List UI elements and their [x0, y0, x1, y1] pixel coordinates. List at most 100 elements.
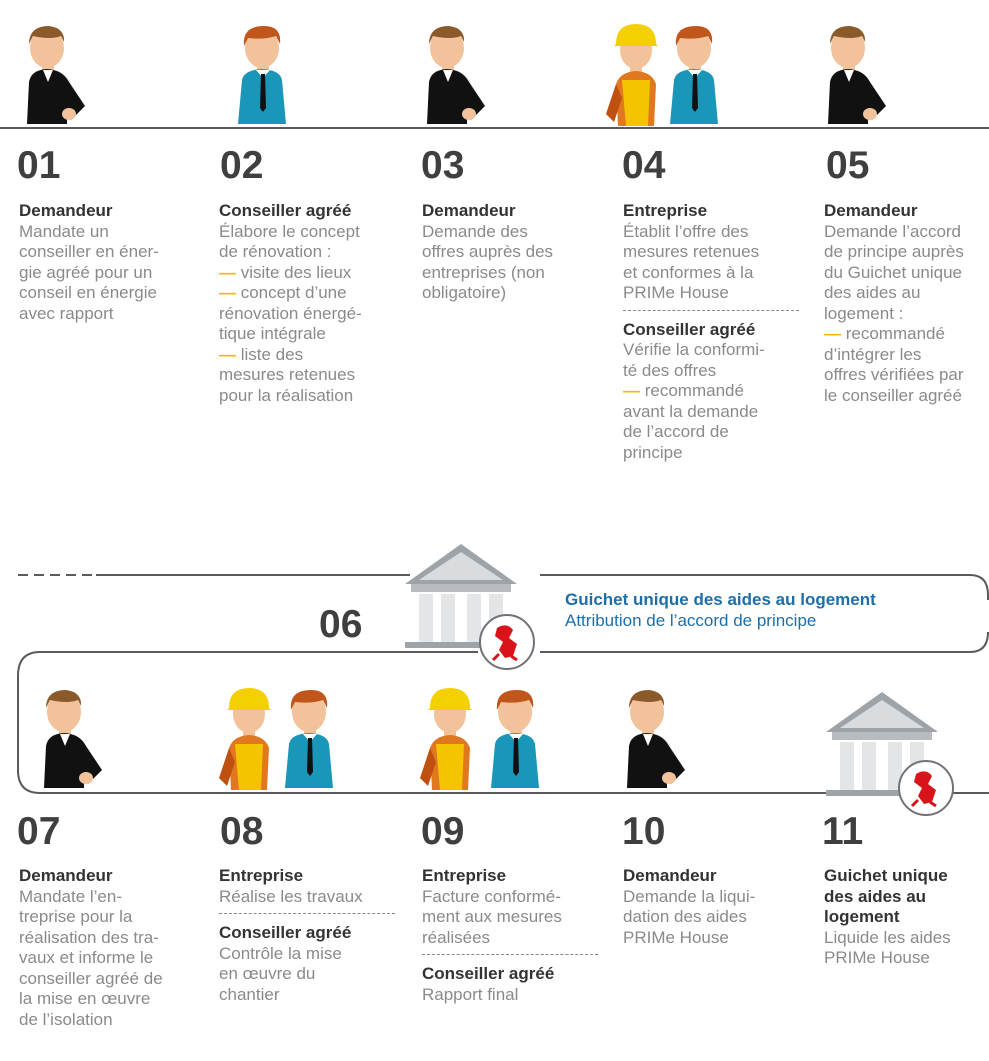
step-number: 08 [220, 810, 264, 853]
description-line: du Guichet unique [824, 262, 962, 282]
step-number: 04 [622, 144, 666, 187]
worker-figure [420, 688, 472, 790]
actor-role: Guichet unique des aides au logement [824, 866, 948, 926]
description-line: Vérifie la conformi- [623, 340, 765, 359]
step-number: 11 [822, 810, 864, 853]
description-line: en œuvre du [219, 964, 316, 983]
actor-role: Demandeur [422, 201, 516, 220]
description-line: logement : [824, 303, 904, 323]
applicant-figure [828, 26, 886, 124]
description-line: Demande l’accord [824, 221, 962, 241]
actor-role: Conseiller agréé [219, 201, 352, 220]
description-line: Facture conformé- [422, 886, 561, 906]
description-line: chantier [219, 984, 280, 1004]
luxembourg-lion-seal-icon [898, 760, 955, 817]
actor-role: Entreprise [219, 866, 304, 885]
description-line: té des offres [623, 360, 717, 380]
step-number: 06 [319, 603, 363, 646]
description-line: des aides au [824, 283, 921, 302]
top-timeline-line [0, 127, 989, 129]
step-number: 03 [421, 144, 465, 187]
description-line: treprise pour la [19, 907, 133, 926]
description-line: tique intégrale [219, 324, 326, 343]
applicant-figure [44, 690, 102, 788]
worker-figure [219, 688, 271, 790]
description-line: principe [623, 442, 683, 462]
description-line: la mise en œuvre [19, 989, 151, 1008]
description-line: conseiller en éner- [19, 242, 159, 261]
description-line: de l’isolation [19, 1009, 113, 1029]
description-line: — recommandé [824, 324, 945, 343]
description-line: Demande la liqui- [623, 886, 756, 906]
description-line: conseil en énergie [19, 283, 157, 302]
step-number: 09 [421, 810, 465, 853]
description-line: d’intégrer les [824, 344, 922, 364]
actor-role: Conseiller agréé [219, 923, 352, 942]
description-line: — liste des [219, 344, 304, 364]
actor-role: Demandeur [19, 866, 113, 885]
description-line: conseiller agréé de [19, 968, 163, 988]
step-number: 07 [17, 810, 61, 853]
luxembourg-lion-seal-icon [479, 614, 536, 671]
description-line: mesures retenues [219, 365, 356, 384]
advisor-figure [670, 26, 718, 124]
description-line: ment aux mesures [422, 907, 562, 926]
advisor-figure [238, 26, 286, 124]
description-line: obligatoire) [422, 283, 507, 302]
description-line: Élabore le concept [219, 221, 360, 241]
applicant-figure [427, 26, 485, 124]
description-line: offres vérifiées par [824, 365, 964, 384]
dashed-separator [623, 309, 799, 311]
description-line: Mandate un [19, 221, 109, 241]
step-number: 05 [826, 144, 870, 187]
description-line: PRIMe House [824, 948, 930, 967]
description-line: Liquide les aides [824, 927, 951, 947]
description-line: Établit l’offre des [623, 221, 749, 241]
advisor-figure [491, 690, 539, 788]
description-line: — recommandé [623, 381, 744, 400]
description-line: Mandate l’en- [19, 886, 123, 906]
description-line: et conformes à la [623, 262, 754, 282]
step-number: 02 [220, 144, 264, 187]
actor-role: Demandeur [623, 866, 717, 885]
description-line: PRIMe House [623, 927, 729, 947]
description-line: pour la réalisation [219, 385, 354, 405]
advisor-figure [285, 690, 333, 788]
description-line: avec rapport [19, 303, 114, 323]
actor-role: Entreprise [623, 201, 708, 220]
step-06-subtitle: Attribution de l’accord de principe [565, 611, 817, 630]
connector-frame [17, 574, 989, 794]
actor-role: Demandeur [19, 201, 113, 220]
description-line: vaux et informe le [19, 948, 154, 967]
dashed-separator [219, 913, 395, 914]
actor-role: Entreprise [422, 866, 507, 885]
step-number: 01 [17, 144, 61, 187]
description-line: Rapport final [422, 984, 519, 1004]
description-line: — concept d’une [219, 283, 347, 302]
description-line: de l’accord de [623, 422, 729, 441]
actor-role: Demandeur [824, 201, 918, 220]
description-line: Réalise les travaux [219, 886, 363, 906]
actor-role: Conseiller agréé [623, 319, 756, 339]
worker-figure [606, 24, 658, 126]
description-line: de principe auprès [824, 242, 964, 261]
step-06-title: Guichet unique des aides au logement [565, 590, 876, 609]
description-line: mesures retenues [623, 242, 760, 261]
description-line: réalisées [422, 927, 491, 947]
description-line: avant la demande [623, 401, 759, 421]
description-line: Contrôle la mise [219, 943, 342, 963]
description-line: PRIMe House [623, 283, 729, 302]
step-number: 10 [622, 810, 666, 853]
description-line: — visite des lieux [219, 262, 352, 282]
description-line: le conseiller agréé [824, 385, 962, 405]
